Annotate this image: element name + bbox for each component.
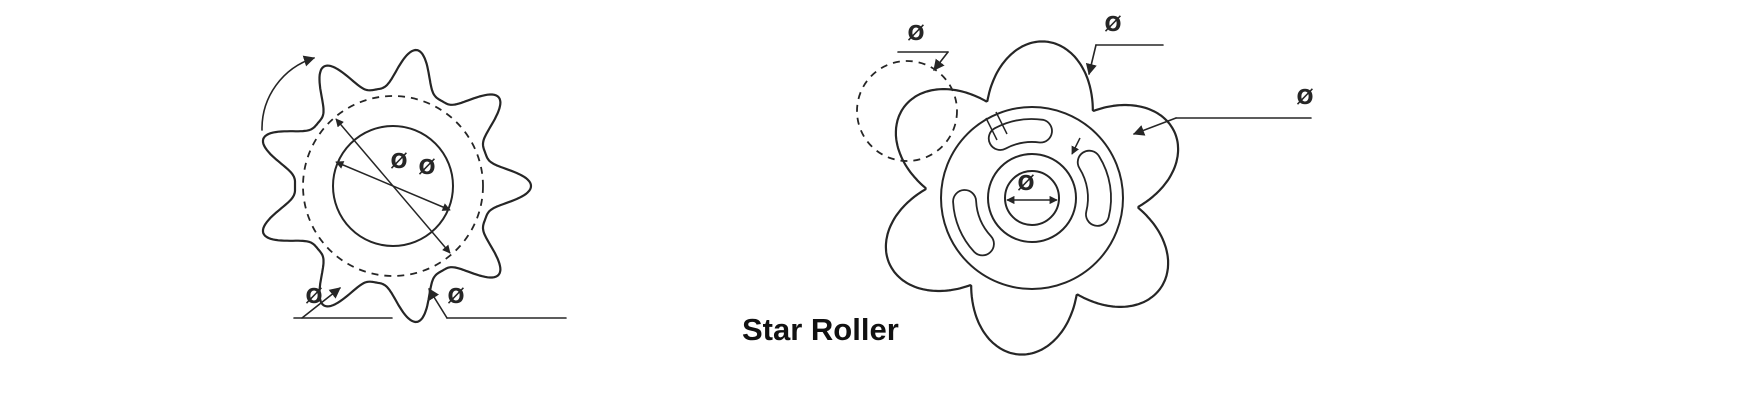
arc-slot (1076, 149, 1112, 227)
leader-arrow (428, 288, 448, 319)
leader-arrow (1132, 117, 1177, 136)
tick-mark (985, 117, 998, 141)
star-wheel-outline (261, 48, 533, 324)
leader-arrow (1085, 44, 1097, 76)
diameter-symbol: Ø (305, 284, 322, 308)
rotation-arrow-icon (261, 55, 316, 131)
center-bore-circle (1004, 170, 1060, 226)
arc-slot (987, 118, 1053, 151)
diameter-symbol: Ø (1296, 85, 1313, 109)
right-star-roller-view: Ø Ø Ø Ø (856, 12, 1314, 356)
left-star-wheel-view: Ø Ø Ø Ø (261, 48, 567, 324)
diameter-symbol: Ø (447, 284, 464, 308)
diameter-line-shallow (335, 161, 451, 211)
star-roller-outline (884, 40, 1180, 356)
figure-caption: Star Roller (742, 312, 899, 347)
diameter-symbol: Ø (390, 149, 407, 173)
leader-arrow (301, 287, 341, 319)
diameter-symbol: Ø (418, 155, 435, 179)
arc-slot (952, 189, 995, 257)
boss-circle (987, 153, 1077, 243)
diameter-symbol: Ø (1104, 12, 1121, 36)
tick-mark (995, 111, 1008, 135)
hub-circle (940, 106, 1124, 290)
diameter-symbol: Ø (907, 21, 924, 45)
leader-arrow (933, 51, 949, 71)
diameter-symbol: Ø (1017, 171, 1034, 195)
lobe-detail-circle-dashed (856, 60, 958, 162)
pitch-circle-dashed (302, 95, 484, 277)
tick-arrow (1071, 137, 1081, 155)
